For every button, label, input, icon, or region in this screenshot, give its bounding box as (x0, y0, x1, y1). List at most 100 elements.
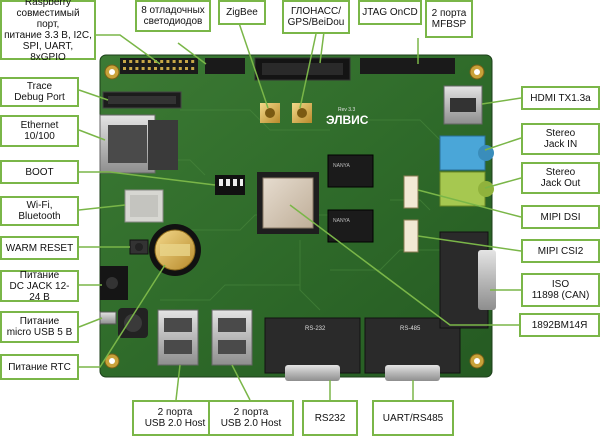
label-wifi-bluetooth-text: Wi-Fi,Bluetooth (18, 200, 60, 222)
label-line: MIPI DSI (540, 211, 581, 223)
mipi-dsi-connector (403, 175, 419, 209)
label-line: Debug Port (14, 92, 65, 103)
header-pin (191, 60, 195, 63)
label-line: JTAG OnCD (362, 7, 418, 18)
board-rev: Rev 3.3 (338, 107, 355, 113)
label-line: Wi-Fi, (26, 200, 53, 211)
label-line: Питание (19, 316, 60, 327)
mounting-holes (104, 64, 485, 369)
label-line: USB 2.0 Host (144, 418, 206, 429)
usb-host-stack-2 (211, 309, 253, 366)
hdmi-port (443, 85, 483, 125)
label-zigbee-text: ZigBee (226, 7, 258, 18)
label-mipi-dsi-text: MIPI DSI (540, 212, 580, 223)
rs232-port: RS-232 (264, 317, 361, 381)
header-pin (185, 60, 188, 63)
header-pin (129, 60, 133, 63)
label-rs232: RS232 (302, 400, 358, 436)
zigbee-antenna-connector (260, 103, 280, 123)
label-cpu: 1892ВМ14Я (519, 313, 600, 337)
label-uart-rs485: UART/RS485 (372, 400, 454, 436)
label-wifi-bluetooth: Wi-Fi,Bluetooth (0, 196, 79, 226)
ram-chip-1-mark: NANYA (333, 163, 351, 169)
header-pin (160, 60, 164, 63)
header-pin (147, 67, 151, 70)
label-line: ZigBee (226, 7, 258, 18)
wifi-module (124, 189, 164, 223)
header-pin (178, 67, 182, 70)
jtag-header (254, 57, 351, 81)
warm-reset-button (129, 239, 149, 255)
label-cpu-text: 1892ВМ14Я (532, 320, 588, 331)
ram-chip-1: NANYA (327, 154, 374, 188)
label-line: питание 3.3 В, I2C, (4, 30, 92, 41)
label-mipi-csi-text: MIPI CSI2 (538, 246, 584, 257)
header-pin (166, 67, 170, 70)
label-line: HDMI TX1.3a (530, 92, 591, 104)
inductor (118, 308, 148, 338)
label-warm-reset-text: WARM RESET (6, 243, 73, 254)
label-gnss: ГЛОНАСС/GPS/BeiDou (282, 0, 350, 34)
mfbsp-header (360, 58, 455, 74)
label-line: WARM RESET (5, 242, 74, 254)
label-line: совместимый порт, (16, 8, 80, 30)
header-pin (178, 60, 182, 63)
label-line: BOOT (25, 166, 54, 178)
label-line: Jack IN (543, 139, 578, 150)
label-line: Trace (26, 81, 53, 92)
usb-host-stack-1 (157, 309, 199, 366)
gnss-antenna-connector (292, 103, 312, 123)
header-pin (172, 67, 176, 70)
label-line: GPS/BeiDou (287, 17, 345, 28)
label-line: 1892ВМ14Я (531, 319, 588, 331)
label-line: Raspberry (24, 0, 72, 8)
micro-usb-port (99, 311, 117, 325)
label-jtag: JTAG OnCD (358, 0, 422, 25)
label-rs232-text: RS232 (315, 413, 346, 424)
label-jtag-text: JTAG OnCD (362, 7, 417, 18)
label-line: 8 отладочных (141, 5, 205, 16)
elvees-logo: ЭЛВИС Rev 3.3 (326, 107, 369, 127)
label-line: 2 порта (233, 407, 269, 418)
dc-jack (100, 266, 128, 300)
raspberry-header (120, 58, 198, 74)
header-pin (129, 67, 133, 70)
label-mipi-csi: MIPI CSI2 (521, 239, 600, 263)
label-line: Jack Out (540, 178, 581, 189)
label-line: 10/100 (24, 131, 55, 142)
label-line: Stereo (545, 128, 576, 139)
led-header (205, 58, 245, 74)
ram-chip-2-mark: NANYA (333, 218, 351, 224)
label-line: Питание (19, 269, 60, 281)
label-line: USB 2.0 Host (220, 418, 282, 429)
header-pin (191, 67, 195, 70)
header-pin (135, 60, 139, 63)
label-line: 2 порта (157, 407, 193, 418)
cpu-chip (257, 172, 319, 234)
label-boot-text: BOOT (25, 167, 53, 178)
can-port (439, 231, 496, 329)
trace-debug-port (102, 91, 182, 109)
label-line: Ethernet (20, 120, 59, 131)
label-line: MFBSP (431, 19, 467, 30)
label-hdmi: HDMI TX1.3a (521, 86, 600, 110)
